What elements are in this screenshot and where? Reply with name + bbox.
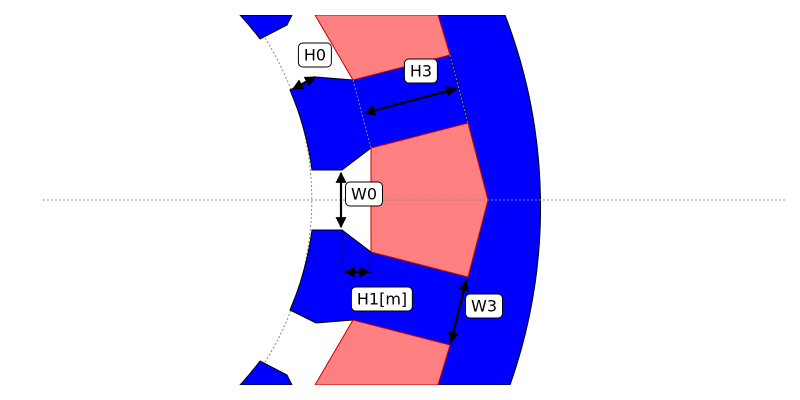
bore-circle bbox=[248, 15, 313, 385]
label-h3: H3 bbox=[403, 58, 439, 84]
label-w3: W3 bbox=[465, 293, 503, 319]
tooth-bottom-partial bbox=[239, 360, 293, 385]
label-w0: W0 bbox=[345, 181, 383, 207]
tooth-top-partial bbox=[239, 15, 293, 40]
winding-middle bbox=[370, 122, 489, 278]
label-h1: H1[m] bbox=[350, 286, 414, 312]
h3-arrow bbox=[363, 86, 458, 116]
w3-arrow bbox=[448, 279, 469, 344]
winding-lower bbox=[314, 319, 451, 385]
label-h0: H0 bbox=[297, 42, 333, 68]
h0-arrow bbox=[292, 76, 316, 90]
